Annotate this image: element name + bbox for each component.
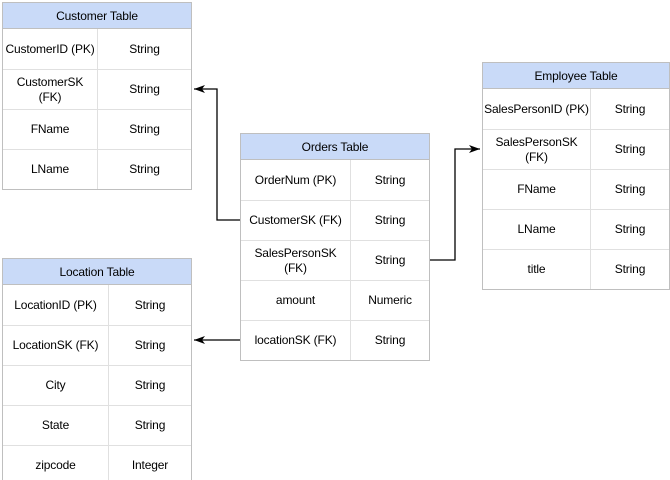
orders-table[interactable]: Orders Table OrderNum (PK) String Custom…	[240, 133, 430, 361]
table-row[interactable]: SalesPersonID (PK) String	[483, 89, 669, 129]
field-cell: title	[483, 250, 591, 289]
orders-table-title: Orders Table	[301, 139, 369, 154]
table-row[interactable]: SalesPersonSK (FK) String	[483, 129, 669, 169]
table-row[interactable]: SalesPersonSK (FK) String	[241, 240, 429, 280]
table-row[interactable]: title String	[483, 249, 669, 289]
type-cell: String	[614, 142, 646, 156]
connector-orders-customer[interactable]	[194, 85, 240, 221]
customer-table-title: Customer Table	[56, 8, 138, 23]
type-cell: String	[374, 253, 406, 267]
table-row[interactable]: CustomerSK (FK) String	[241, 200, 429, 240]
field-cell: LName	[3, 150, 98, 189]
field-cell: State	[3, 406, 109, 445]
field-cell: CustomerSK (FK)	[3, 70, 98, 109]
type-cell: String	[129, 122, 160, 136]
employee-table[interactable]: Employee Table SalesPersonID (PK) String…	[482, 62, 670, 290]
field-cell: amount	[241, 281, 351, 320]
table-row[interactable]: CustomerID (PK) String	[3, 29, 191, 69]
location-table-body: LocationID (PK) String LocationSK (FK) S…	[2, 285, 192, 480]
field-cell: SalesPersonSK (FK)	[241, 241, 351, 280]
location-table-title: Location Table	[59, 264, 135, 279]
field-cell: zipcode	[3, 446, 109, 480]
field-cell: LocationID (PK)	[3, 285, 109, 325]
field-cell: FName	[483, 170, 591, 209]
type-cell: String	[614, 262, 646, 276]
type-cell: String	[134, 338, 166, 352]
table-row[interactable]: OrderNum (PK) String	[241, 160, 429, 200]
type-cell: String	[129, 41, 160, 56]
type-cell: String	[134, 418, 166, 432]
table-row[interactable]: FName String	[3, 109, 191, 149]
type-cell: String	[374, 333, 406, 347]
orders-table-header[interactable]: Orders Table	[240, 133, 430, 160]
customer-table-body: CustomerID (PK) String CustomerSK (FK) S…	[2, 29, 192, 190]
customer-table-header[interactable]: Customer Table	[2, 2, 192, 29]
type-cell: String	[374, 213, 406, 227]
location-table[interactable]: Location Table LocationID (PK) String Lo…	[2, 258, 192, 480]
field-cell: OrderNum (PK)	[241, 160, 351, 200]
customer-table[interactable]: Customer Table CustomerID (PK) String Cu…	[2, 2, 192, 190]
table-row[interactable]: State String	[3, 405, 191, 445]
type-cell: String	[129, 82, 160, 96]
table-row[interactable]: City String	[3, 365, 191, 405]
type-cell: String	[129, 162, 160, 176]
table-row[interactable]: amount Numeric	[241, 280, 429, 320]
employee-table-title: Employee Table	[534, 68, 618, 83]
employee-table-body: SalesPersonID (PK) String SalesPersonSK …	[482, 89, 670, 290]
orders-table-body: OrderNum (PK) String CustomerSK (FK) Str…	[240, 160, 430, 361]
field-cell: City	[3, 366, 109, 405]
type-cell: String	[134, 378, 166, 392]
connector-orders-employee[interactable]	[430, 145, 480, 261]
type-cell: String	[614, 222, 646, 236]
field-cell: LName	[483, 210, 591, 249]
table-row[interactable]: zipcode Integer	[3, 445, 191, 480]
field-cell: CustomerID (PK)	[3, 29, 98, 69]
field-cell: SalesPersonID (PK)	[483, 89, 591, 129]
employee-table-header[interactable]: Employee Table	[482, 62, 670, 89]
type-cell: Numeric	[368, 293, 412, 307]
type-cell: String	[614, 101, 646, 116]
type-cell: String	[134, 297, 166, 312]
table-row[interactable]: locationSK (FK) String	[241, 320, 429, 360]
table-row[interactable]: CustomerSK (FK) String	[3, 69, 191, 109]
field-cell: SalesPersonSK (FK)	[483, 130, 591, 169]
table-row[interactable]: LName String	[483, 209, 669, 249]
field-cell: LocationSK (FK)	[3, 326, 109, 365]
field-cell: FName	[3, 110, 98, 149]
type-cell: Integer	[131, 458, 169, 472]
field-cell: CustomerSK (FK)	[241, 201, 351, 240]
table-row[interactable]: FName String	[483, 169, 669, 209]
type-cell: String	[614, 182, 646, 196]
table-row[interactable]: LocationID (PK) String	[3, 285, 191, 325]
type-cell: String	[374, 172, 406, 187]
location-table-header[interactable]: Location Table	[2, 258, 192, 285]
table-row[interactable]: LocationSK (FK) String	[3, 325, 191, 365]
table-row[interactable]: LName String	[3, 149, 191, 189]
field-cell: locationSK (FK)	[241, 321, 351, 360]
